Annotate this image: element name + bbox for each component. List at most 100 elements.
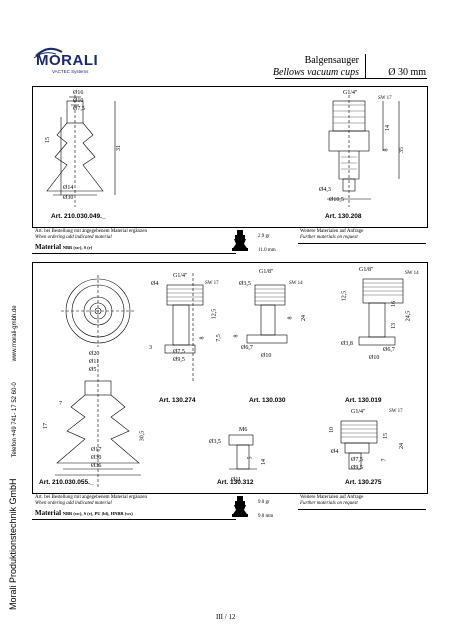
further-note-de: Weitere Materialen auf Anfrage <box>300 229 364 234</box>
dim-label: Ø36 <box>91 463 102 469</box>
dim-label: 7 <box>381 458 388 462</box>
dim-label: 5 <box>247 456 254 460</box>
dim-label: Ø10 <box>73 98 84 104</box>
article-number: Art. 130.030 <box>249 397 286 404</box>
cup-icon <box>232 230 248 251</box>
company-name: Morali Produktionstechnik GmbH <box>8 478 18 610</box>
weight-value: 9.0 gr <box>258 500 270 505</box>
article-number: Art. 210.030.049._ <box>51 213 106 220</box>
material-underline <box>32 253 236 254</box>
dim-label: 24 <box>399 443 405 449</box>
dim-label: 17 <box>43 423 49 429</box>
dim-label: Ø10,5 <box>329 197 344 203</box>
page-title-de: Balgensauger <box>304 55 359 66</box>
logo-text: MORALI <box>36 52 99 69</box>
dim-label: G1/8" <box>359 267 374 273</box>
dim-label: 16 <box>391 301 397 307</box>
dim-label: 15 <box>45 137 51 143</box>
material-value: NBR (sw), S (r), PU (bl), HNBR (ws) <box>62 511 133 516</box>
dim-label: Ø30 <box>91 455 102 461</box>
dim-label: Ø5 <box>89 367 97 373</box>
dim-label: Ø3,5 <box>239 281 251 287</box>
dim-label: Ø30 <box>63 195 74 201</box>
further-note-en: Further materials on request <box>300 501 358 506</box>
dim-label: G1/4" <box>173 273 188 279</box>
dim-label: Ø3,8 <box>341 341 353 347</box>
phone-number: Telefon +49 741- 17 52 60-0 <box>12 382 18 458</box>
dim-label: 24 <box>301 315 307 321</box>
dim-label: Ø9,5 <box>351 465 363 471</box>
article-number: Art. 210.030.055._ <box>39 479 94 486</box>
dim-label: 3 <box>149 345 152 351</box>
website: www.morali-gmbh.de <box>12 305 18 362</box>
material-label: Material <box>35 243 62 251</box>
header-rule <box>275 78 427 79</box>
dim-label: Ø11 <box>231 477 242 483</box>
logo-swoosh-icon <box>33 47 63 59</box>
dim-label: Ø20 <box>89 351 100 357</box>
page-title-en: Bellows vacuum cups <box>272 67 359 78</box>
dim-label: Ø4 <box>151 281 159 287</box>
dim-label: 12,5 <box>341 290 348 302</box>
article-number: Art. 130.019 <box>345 397 382 404</box>
dim-label: Ø14 <box>63 185 74 191</box>
panel-product-2: Ø20 Ø11 Ø5 7 17 30,5 Ø17 Ø30 Ø36 G1/4" S… <box>32 262 428 494</box>
dim-label: 35 <box>399 147 405 153</box>
article-number: Art. 130.274 <box>159 397 196 404</box>
dim-label: Ø4,3 <box>319 187 331 193</box>
material-value: NBR (sw), S (r) <box>62 245 93 250</box>
dim-label: 15 <box>383 433 389 439</box>
dim-label: G1/8" <box>259 269 274 275</box>
dim-label: Ø9,5 <box>173 357 185 363</box>
dim-label: Ø10 <box>369 355 380 361</box>
dim-label: SW 17 <box>205 281 219 286</box>
dim-label: Ø10 <box>261 353 272 359</box>
cup-icon <box>232 496 248 517</box>
article-number: Art. 130.208 <box>325 213 362 220</box>
dim-label: 12,5 <box>211 308 218 320</box>
height-value: 9.0 mm <box>258 514 274 519</box>
dim-label: 8 <box>287 316 294 320</box>
dim-label: Ø7,5 <box>73 106 85 112</box>
side-contact-text: Morali Produktionstechnik GmbH Telefon +… <box>3 305 21 610</box>
material-underline <box>32 519 236 520</box>
order-note-de: Art. bei Bestellung mit angegebenem Mate… <box>35 495 147 500</box>
height-value: 11.0 mm <box>258 248 276 253</box>
info-row-1: Art. bei Bestellung mit angegebenem Mate… <box>32 226 426 260</box>
dim-label: 7 <box>59 401 62 407</box>
dim-label: 31 <box>116 145 122 151</box>
article-number: Art. 130.275 <box>345 479 382 486</box>
dim-label: G1/4" <box>351 409 366 415</box>
dim-label: Ø3,5 <box>209 439 221 445</box>
page-number: III / 12 <box>216 613 236 621</box>
dim-label: SW 17 <box>378 96 392 101</box>
material-line: Material NBR (sw), S (r), PU (bl), HNBR … <box>35 509 133 517</box>
dim-label: SW 17 <box>389 409 403 414</box>
drawing-cup-055 <box>55 273 404 487</box>
dim-label: 8 <box>383 148 390 152</box>
logo: MORALI VACTEC Systems <box>30 42 110 74</box>
dim-label: M6 <box>239 427 248 433</box>
dim-label: SW 14 <box>289 281 303 286</box>
header-divider <box>365 54 366 78</box>
further-underline <box>298 243 426 244</box>
dim-label: Ø16 <box>73 90 84 96</box>
panel-product-1: Ø16 Ø10 Ø7,5 15 31 Ø14 Ø30 G1/4" SW 17 1… <box>32 86 428 228</box>
dim-label: 8 <box>233 334 240 338</box>
article-number: Art. 130.312 <box>217 479 254 486</box>
size-label: Ø 30 mm <box>388 67 426 78</box>
weight-value: 2.9 gr <box>258 234 270 239</box>
dim-label: Ø17 <box>91 447 102 453</box>
dim-label: Ø6,7 <box>383 347 395 353</box>
dim-label: Ø7,5 <box>351 457 363 463</box>
dim-label: SW 14 <box>405 271 419 276</box>
material-label: Material <box>35 509 62 517</box>
dim-label: Ø6,7 <box>241 345 253 351</box>
material-line: Material NBR (sw), S (r) <box>35 243 92 251</box>
dim-label: 13 <box>391 323 397 329</box>
dim-label: Ø11 <box>89 359 100 365</box>
dim-label: Ø4 <box>331 449 339 455</box>
dim-label: Ø7,5 <box>173 349 185 355</box>
dim-label: 7,5 <box>215 334 222 342</box>
order-note-en: When ordering add indicated material <box>35 235 112 240</box>
